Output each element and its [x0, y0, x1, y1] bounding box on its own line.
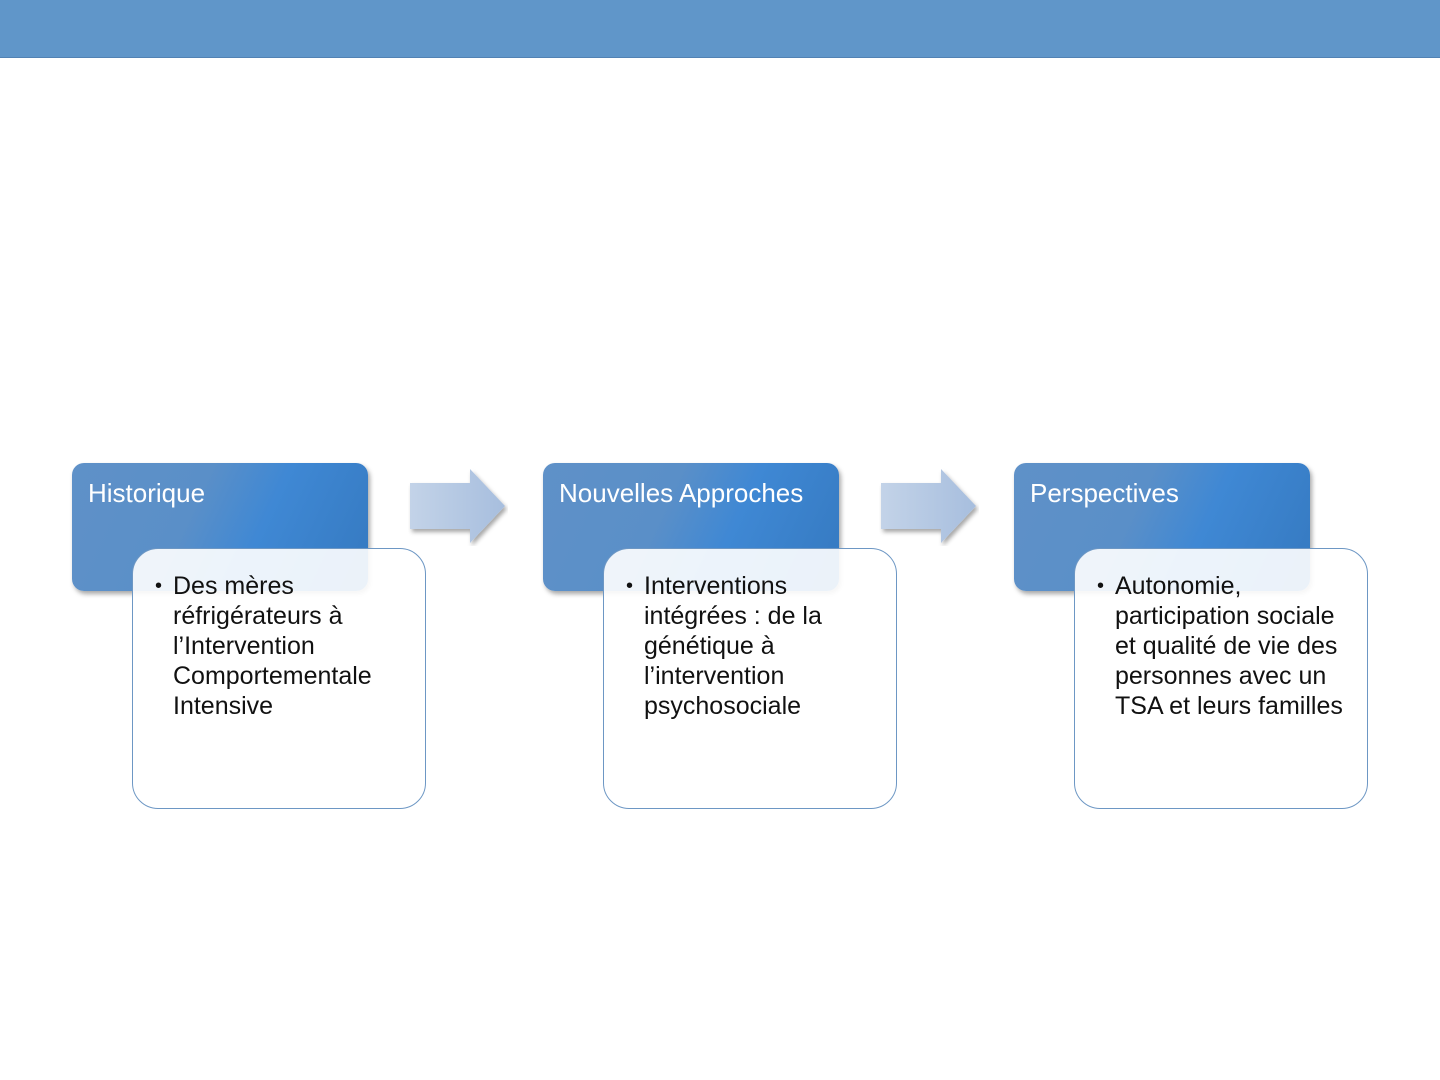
bullet-item: Autonomie, participation sociale et qual…: [1097, 571, 1357, 721]
top-banner: [0, 0, 1440, 58]
stage-body-perspectives: Autonomie, participation sociale et qual…: [1074, 548, 1368, 809]
bullet-list: Des mères réfrigérateurs à l’Interventio…: [155, 571, 415, 721]
stage-body-historique: Des mères réfrigérateurs à l’Interventio…: [132, 548, 426, 809]
bullet-list: Interventions intégrées : de la génétiqu…: [626, 571, 886, 721]
stage-body-nouvelles-approches: Interventions intégrées : de la génétiqu…: [603, 548, 897, 809]
arrow-right-icon: [410, 469, 505, 543]
stage-title: Historique: [88, 478, 206, 508]
arrow-right-icon: [881, 469, 976, 543]
bullet-item: Des mères réfrigérateurs à l’Interventio…: [155, 571, 415, 721]
stage-title: Nouvelles Approches: [559, 478, 804, 508]
stage-title: Perspectives: [1030, 478, 1179, 508]
bullet-item: Interventions intégrées : de la génétiqu…: [626, 571, 886, 721]
bullet-list: Autonomie, participation sociale et qual…: [1097, 571, 1357, 721]
